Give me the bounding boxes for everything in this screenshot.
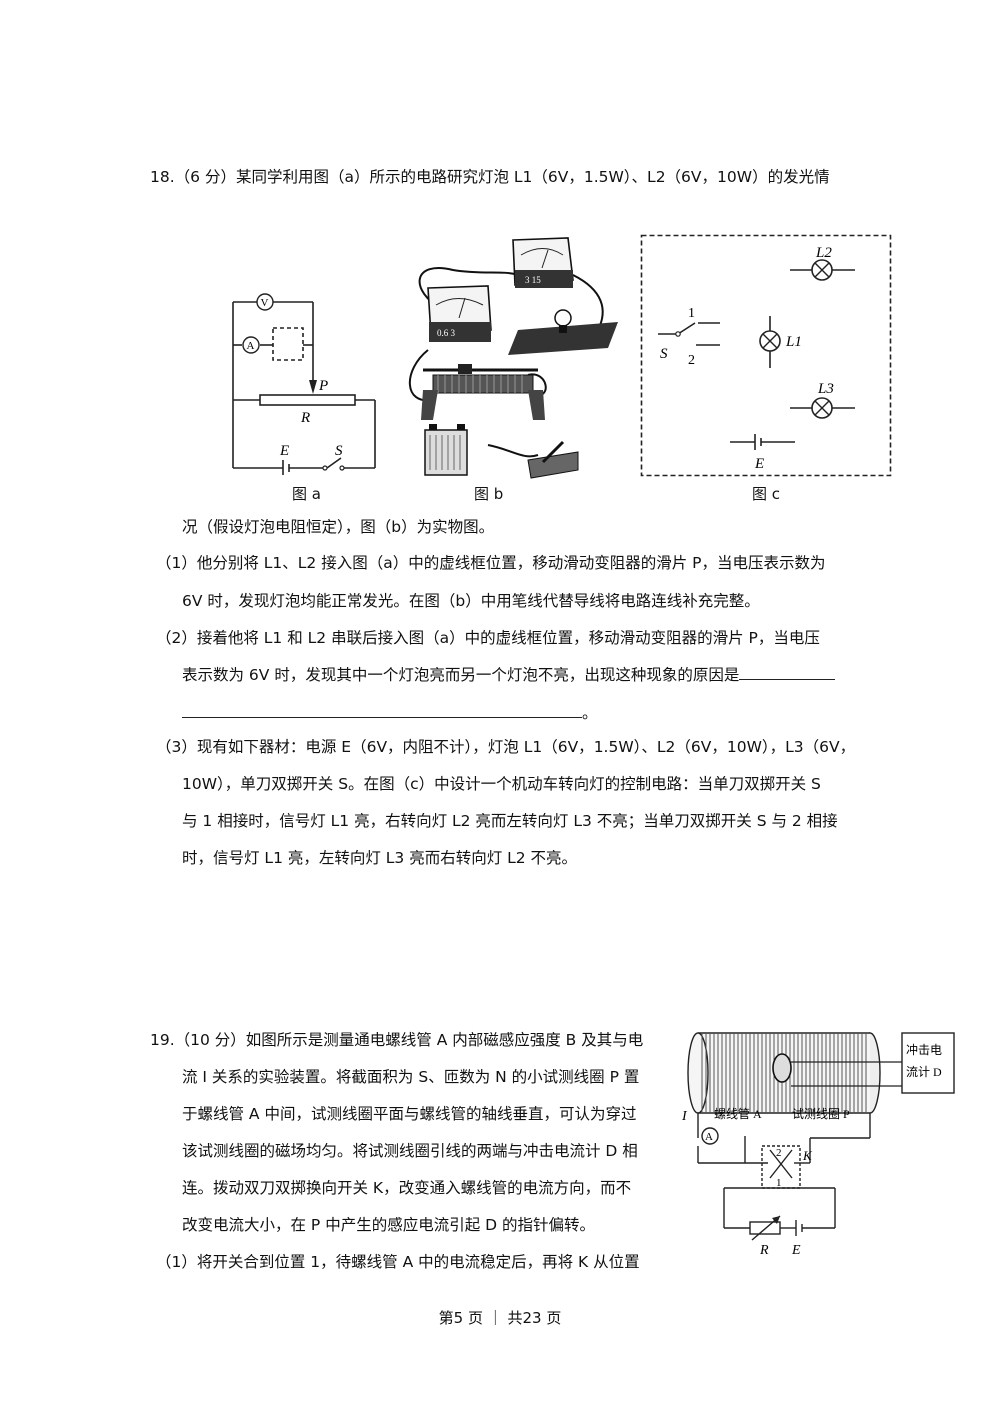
q18-part3-line3: 与 1 相接时，信号灯 L1 亮，右转向灯 L2 亮而左转向灯 L3 不亮；当单…: [182, 812, 838, 830]
answer-blank-1[interactable]: [739, 665, 836, 680]
answer-blank-2[interactable]: [182, 703, 582, 718]
ammeter-19-label: A: [705, 1131, 713, 1143]
q19-line4: 该试测线圈的磁场均匀。将试测线圈引线的两端与冲击电流计 D 相: [182, 1142, 638, 1160]
lamp-l3-label: L3: [817, 381, 834, 397]
rheostat-label: R: [300, 410, 310, 426]
voltmeter-device: 3 15: [512, 237, 574, 288]
battery-label: E: [279, 443, 289, 459]
rheostat-19-label: R: [759, 1243, 769, 1258]
q19-line3: 于螺线管 A 中间，试测线圈平面与螺线管的轴线垂直，可认为穿过: [182, 1105, 637, 1123]
q18-part3-line4: 时，信号灯 L1 亮，左转向灯 L3 亮而右转向灯 L2 不亮。: [182, 849, 578, 867]
solenoid-label: 螺线管 A: [714, 1106, 762, 1121]
q18-part1-line2: 6V 时，发现灯泡均能正常发光。在图（b）中用笔线代替导线将电路连线补充完整。: [182, 592, 760, 610]
figure-b-caption: 图 b: [474, 485, 504, 503]
figure-19-apparatus: 冲击电 流计 D 螺线管 A 试测线圈 P A I K 2 1 R E: [681, 1032, 955, 1258]
lamp-l1-label: L1: [785, 334, 802, 350]
current-label: I: [681, 1109, 688, 1124]
ammeter-scale: 0.6 3: [437, 328, 456, 338]
switch-s-label: S: [660, 346, 668, 362]
figure-b-apparatus: 3 15 0.6 3: [408, 237, 618, 479]
voltmeter-scale: 3 15: [525, 275, 541, 285]
q19-line1: 19.（10 分）如图所示是测量通电螺线管 A 内部磁感应强度 B 及其与电: [150, 1031, 644, 1049]
battery-e-label: E: [754, 456, 764, 472]
solenoid: [687, 1032, 905, 1114]
q18-part2-line2: 表示数为 6V 时，发现其中一个灯泡亮而另一个灯泡不亮，出现这种现象的原因是: [182, 665, 836, 685]
q18-part3-line1: （3）现有如下器材：电源 E（6V，内阻不计），灯泡 L1（6V，1.5W）、L…: [156, 738, 856, 756]
galvanometer-label-bottom: 流计 D: [906, 1065, 942, 1079]
figure-a-circuit: V A P R E S: [232, 293, 376, 475]
voltmeter-label: V: [261, 297, 269, 309]
figure-a-caption: 图 a: [292, 485, 321, 503]
q18-part2-line1: （2）接着他将 L1 和 L2 串联后接入图（a）中的虚线框位置，移动滑动变阻器…: [156, 629, 820, 647]
slider-label: P: [318, 378, 328, 394]
q18-part2-line3: 。: [182, 703, 598, 723]
figure-c-caption: 图 c: [752, 485, 781, 503]
q19-line5: 连。拨动双刀双掷换向开关 K，改变通入螺线管的电流方向，而不: [182, 1179, 632, 1197]
q19-line7: （1）将开关合到位置 1，待螺线管 A 中的电流稳定后，再将 K 从位置: [156, 1253, 640, 1271]
q18-part2-text: 表示数为 6V 时，发现其中一个灯泡亮而另一个灯泡不亮，出现这种现象的原因是: [182, 666, 740, 684]
q18-part2-end: 。: [582, 704, 598, 722]
ammeter-label: A: [247, 340, 255, 352]
coil-label: 试测线圈 P: [792, 1106, 850, 1121]
lamp-l2-label: L2: [815, 245, 832, 261]
figure-c-design-box: L2 L1 L3 1 2 S E: [640, 234, 892, 477]
switch-pos-1: 1: [688, 306, 695, 321]
q18-continuation: 况（假设灯泡电阻恒定），图（b）为实物图。: [182, 518, 495, 536]
switch-k-label: K: [802, 1148, 813, 1163]
q18-part3-line2: 10W），单刀双掷开关 S。在图（c）中设计一个机动车转向灯的控制电路：当单刀双…: [182, 775, 821, 793]
page-footer: 第5 页 ｜ 共23 页: [438, 1309, 562, 1327]
switch-pos2-label: 2: [776, 1147, 782, 1159]
q18-header: 18.（6 分）某同学利用图（a）所示的电路研究灯泡 L1（6V，1.5W）、L…: [150, 168, 830, 186]
q19-line2: 流 I 关系的实验装置。将截面积为 S、匝数为 N 的小试测线圈 P 置: [182, 1068, 640, 1086]
q18-part1-line1: （1）他分别将 L1、L2 接入图（a）中的虚线框位置，移动滑动变阻器的滑片 P…: [156, 554, 826, 572]
switch-pos-2: 2: [688, 353, 695, 368]
battery-19-label: E: [791, 1243, 801, 1258]
switch-pos1-label: 1: [776, 1177, 782, 1189]
ammeter-device: 0.6 3: [427, 285, 492, 342]
galvanometer-label-top: 冲击电: [906, 1042, 942, 1057]
q19-line6: 改变电流大小，在 P 中产生的感应电流引起 D 的指针偏转。: [182, 1216, 595, 1234]
switch-label: S: [335, 443, 343, 459]
